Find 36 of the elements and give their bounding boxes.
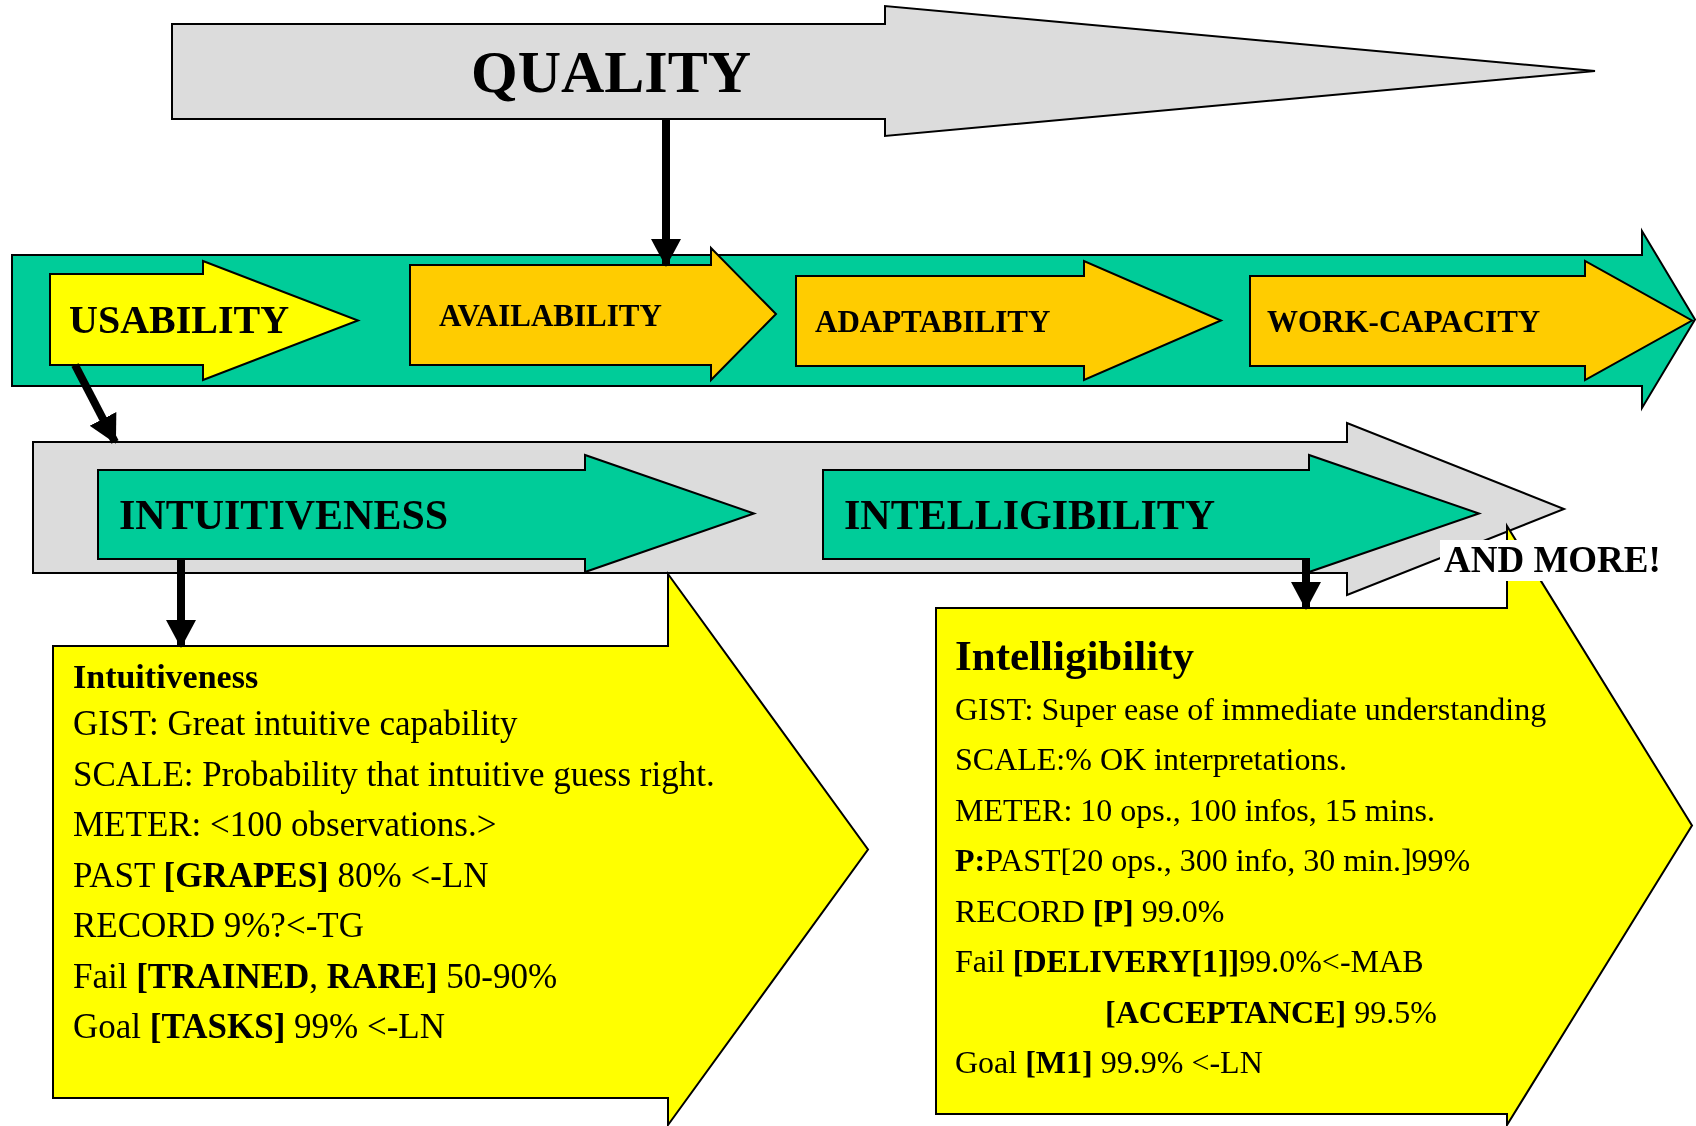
band-banner (11, 230, 1696, 409)
stage-banner (97, 454, 755, 573)
card-heading: Intuitiveness (73, 657, 259, 697)
stage-banner (49, 260, 359, 381)
arrow-label: AVAILABILITY (439, 299, 662, 331)
text-line: [ACCEPTANCE] 99.5% (1104, 992, 1437, 1032)
arrow (1291, 559, 1321, 610)
stage-banner (409, 247, 777, 381)
text-line: PAST [GRAPES] 80% <-LN (73, 854, 489, 897)
arrow-label: INTELLIGIBILITY (844, 493, 1216, 536)
card-heading: Intelligibility (955, 631, 1194, 681)
arrow (166, 559, 196, 648)
text-line: GIST: Super ease of immediate understanding (955, 689, 1547, 729)
arrow (71, 363, 119, 444)
text-line: METER: <100 observations.> (73, 804, 497, 847)
text-line: SCALE: Probability that intuitive guess right. (73, 753, 715, 796)
arrow-label: WORK-CAPACITY (1267, 305, 1541, 337)
text-line: RECORD [P] 99.0% (955, 891, 1225, 931)
text-line: Goal [M1] 99.9% <-LN (955, 1043, 1263, 1083)
text-line: METER: 10 ops., 100 infos, 15 mins. (955, 790, 1435, 830)
stage-banner (795, 260, 1222, 381)
text-line: Fail [DELIVERY[1]]99.0%<-MAB (955, 942, 1424, 982)
arrow-label: USABILITY (69, 299, 290, 340)
text-line: RECORD 9%?<-TG (73, 905, 364, 948)
text-line: GIST: Great intuitive capability (73, 703, 518, 746)
stage-banner (1249, 260, 1693, 381)
arrow-label: QUALITY (471, 41, 752, 102)
arrow-label: ADAPTABILITY (815, 305, 1051, 337)
text-line: Fail [TRAINED, RARE] 50-90% (73, 955, 558, 998)
arrow-label: INTUITIVENESS (119, 493, 449, 536)
stage-banner (52, 573, 869, 1126)
text-line: SCALE:% OK interpretations. (955, 740, 1347, 780)
text-line: Goal [TASKS] 99% <-LN (73, 1006, 445, 1049)
arrow (651, 119, 681, 267)
text-line: P:PAST[20 ops., 300 info, 30 min.]99% (955, 841, 1471, 881)
stage-banner (171, 5, 1596, 137)
